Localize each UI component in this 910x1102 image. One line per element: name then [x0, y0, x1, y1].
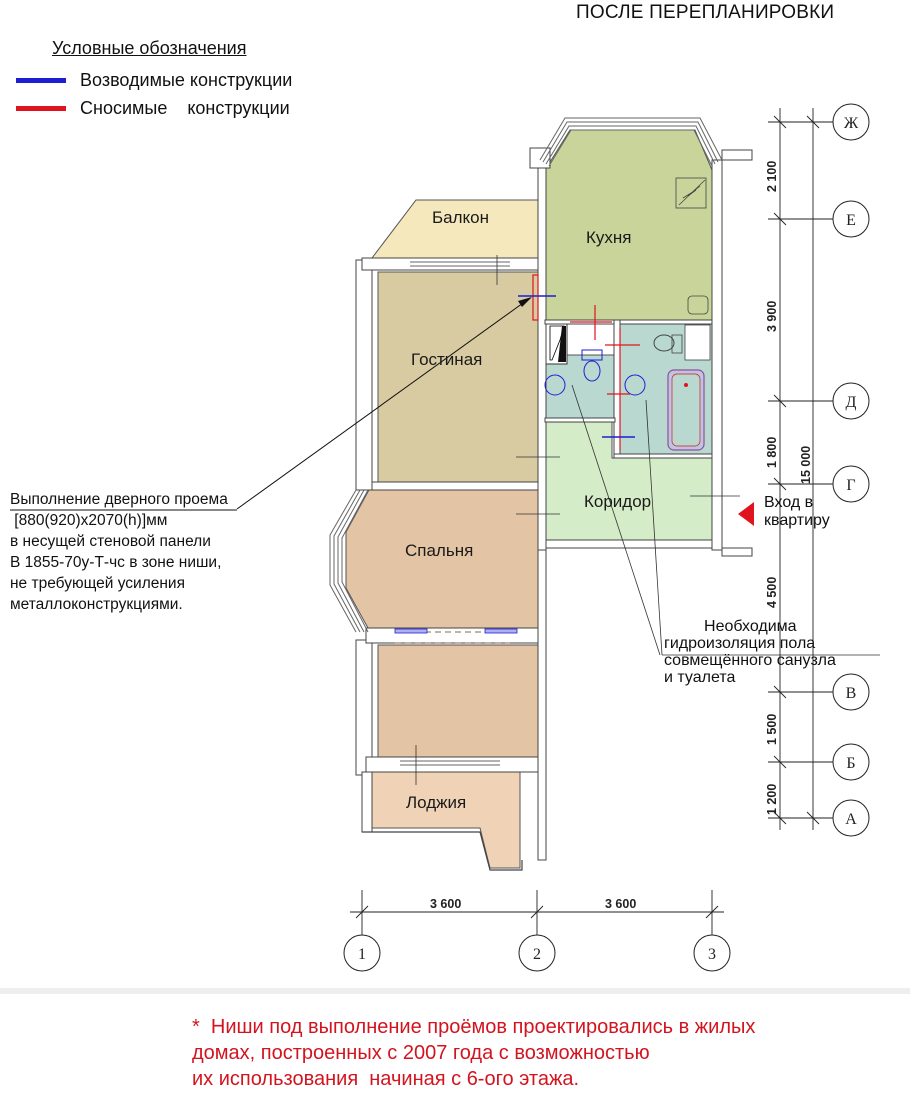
svg-text:1: 1	[358, 946, 366, 963]
svg-text:Г: Г	[846, 477, 855, 494]
footer-note: * Ниши под выполнение проёмов проектиров…	[192, 1014, 755, 1092]
note-line: В 1855-70у-Т-чс в зоне ниши,	[10, 554, 222, 571]
entrance-arrow-icon	[738, 502, 754, 526]
footer-divider	[0, 988, 910, 994]
svg-text:2: 2	[533, 946, 541, 963]
room-toilet	[544, 354, 618, 421]
blue-line-swatch-icon	[16, 78, 66, 83]
svg-text:15 000: 15 000	[799, 446, 813, 484]
svg-text:2 100: 2 100	[765, 161, 779, 192]
page-title: ПОСЛЕ ПЕРЕПЛАНИРОВКИ	[576, 2, 835, 23]
note-line: металлоконструкциями.	[10, 596, 183, 613]
svg-text:1 500: 1 500	[765, 714, 779, 745]
legend-item-erected: Возводимые конструкции	[16, 70, 292, 91]
svg-text:А: А	[845, 811, 857, 828]
svg-text:Ж: Ж	[844, 115, 859, 132]
legend-label: Сносимые конструкции	[80, 98, 290, 118]
note-line: [880(920)х2070(h)]мм	[10, 512, 168, 529]
entrance-line: Вход в	[764, 494, 814, 511]
note-line: совмещённого санузла	[664, 652, 836, 669]
svg-text:3: 3	[708, 946, 716, 963]
svg-text:Балкон: Балкон	[432, 208, 489, 227]
note-line: гидроизоляция пола	[664, 635, 816, 652]
legend-item-demolished: Сносимые конструкции	[16, 98, 290, 119]
svg-text:Лоджия: Лоджия	[406, 793, 466, 812]
svg-text:4 500: 4 500	[765, 577, 779, 608]
note-line: Выполнение дверного проема	[10, 491, 228, 508]
svg-text:3 600: 3 600	[430, 897, 461, 911]
svg-text:Е: Е	[846, 212, 856, 229]
kitchen-sink-icon	[687, 295, 709, 315]
room-second	[377, 644, 539, 758]
footer-line: * Ниши под выполнение проёмов проектиров…	[192, 1016, 756, 1038]
note-line: не требующей усиления	[10, 575, 185, 592]
svg-text:3 600: 3 600	[605, 897, 636, 911]
svg-text:Д: Д	[846, 394, 857, 411]
note-line: и туалета	[664, 669, 736, 686]
waterproofing-note: Необходима гидроизоляция пола совмещённо…	[664, 618, 836, 686]
toilet-icon	[583, 360, 601, 382]
svg-text:Кухня: Кухня	[586, 228, 632, 247]
legend-label: Возводимые конструкции	[80, 70, 293, 90]
room-loggia	[369, 771, 521, 869]
svg-text:Гостиная: Гостиная	[411, 350, 482, 369]
footer-line: их использования начиная с 6-ого этажа.	[192, 1068, 580, 1090]
room-kitchen	[544, 129, 713, 321]
svg-text:1 800: 1 800	[765, 437, 779, 468]
legend-title: Условные обозначения	[52, 38, 247, 58]
svg-text:Спальня: Спальня	[405, 541, 473, 560]
entrance-note: Вход в квартиру	[764, 494, 830, 530]
gas-stove-icon	[675, 177, 707, 209]
svg-text:В: В	[846, 685, 857, 702]
footer-line: домах, построенных с 2007 года с возможн…	[192, 1042, 650, 1064]
doorway-note: Выполнение дверного проема [880(920)х207…	[10, 489, 228, 615]
red-line-swatch-icon	[16, 106, 66, 111]
svg-text:Б: Б	[846, 755, 855, 772]
sink-icon	[544, 374, 566, 396]
svg-text:3 900: 3 900	[765, 301, 779, 332]
entrance-line: квартиру	[764, 512, 830, 529]
note-line: Необходима	[664, 618, 797, 635]
room-living	[377, 271, 539, 483]
note-line: в несущей стеновой панели	[10, 533, 211, 550]
svg-text:Коридор: Коридор	[584, 492, 651, 511]
svg-text:1 200: 1 200	[765, 784, 779, 815]
floor-plan: Балкон Кухня Гостиная Спальня Коридор Ло…	[10, 103, 880, 972]
